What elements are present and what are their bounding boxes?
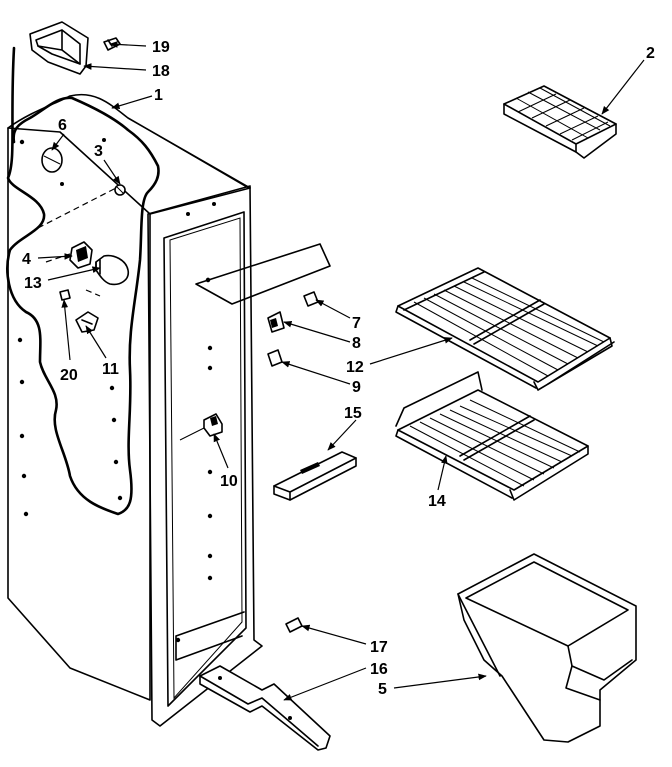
callout-18: 18 [152,63,170,80]
callout-14: 14 [428,493,446,510]
part-18-bracket [29,21,89,75]
callout-10: 10 [220,473,238,490]
callout-16: 16 [370,661,388,678]
callout-19: 19 [152,39,170,56]
part-17-screw [285,617,303,633]
callout-17: 17 [370,639,388,656]
part-4-socket [69,241,93,269]
callout-1: 1 [154,87,163,104]
callout-8: 8 [352,335,361,352]
part-14-wire-shelf [395,371,589,501]
wiring-harness [6,46,160,516]
part-7-support [303,291,319,307]
part-20-screw [59,289,71,301]
part-12-wire-shelf [395,267,615,391]
part-5-bin [457,553,637,743]
callout-3: 3 [94,143,103,160]
callout-labels: 19 18 1 2 6 3 4 13 20 11 7 8 12 9 15 10 … [22,39,655,698]
shelf-support-panel [195,243,331,305]
freezer-liner [7,93,263,727]
leader-lines [37,41,645,701]
part-16-bracket [199,665,331,751]
part-11-clip [75,289,101,333]
liner-mounting-holes [17,138,216,643]
callout-7: 7 [352,315,361,332]
callout-9: 9 [352,379,361,396]
part-9-support [267,349,283,367]
callout-11: 11 [102,361,119,378]
callout-12: 12 [346,359,364,376]
callout-15: 15 [344,405,362,422]
callout-13: 13 [24,275,42,292]
part-3-screw [114,184,126,196]
part-15-channel [273,451,357,501]
callout-20: 20 [60,367,78,384]
part-2-ice-tray [503,85,617,159]
part-8-support [267,311,285,333]
part-13-bulb [95,254,130,286]
callout-5: 5 [378,681,387,698]
part-10-switch [179,413,223,441]
callout-2: 2 [646,45,655,62]
callout-4: 4 [22,251,31,268]
part-6-plug [41,147,63,173]
callout-6: 6 [58,117,67,134]
